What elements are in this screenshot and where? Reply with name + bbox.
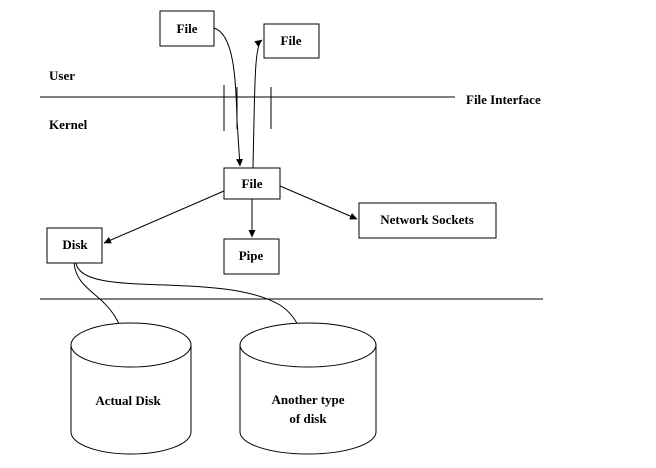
user-file-out-label: File (281, 33, 302, 48)
kernel-label: Kernel (49, 117, 88, 132)
another-disk-label-line1: Another type (271, 392, 344, 407)
arrow-kernel-file-to-user-file (252, 39, 263, 169)
actual-disk-label: Actual Disk (95, 393, 161, 408)
pipe-label: Pipe (239, 248, 264, 263)
pipe-box: Pipe (223, 238, 280, 275)
kernel-file-label: File (242, 176, 263, 191)
another-disk-cylinder: Another type of disk (239, 322, 377, 455)
arrow-file-to-network-sockets (279, 185, 358, 220)
disk-label: Disk (62, 237, 88, 252)
another-disk-label-line2: of disk (289, 411, 327, 426)
user-file-box-out: File (263, 23, 320, 59)
user-file-box-in: File (159, 10, 215, 47)
user-file-in-label: File (177, 21, 198, 36)
actual-disk-cylinder: Actual Disk (70, 322, 192, 455)
user-label: User (49, 68, 75, 83)
arrow-user-file-to-kernel-file (213, 27, 244, 167)
arrow-file-to-disk (103, 190, 225, 244)
disk-box: Disk (46, 227, 103, 264)
network-sockets-label: Network Sockets (380, 212, 474, 227)
file-interface-label: File Interface (466, 92, 541, 107)
kernel-file-box: File (223, 167, 281, 200)
network-sockets-box: Network Sockets (358, 202, 497, 239)
